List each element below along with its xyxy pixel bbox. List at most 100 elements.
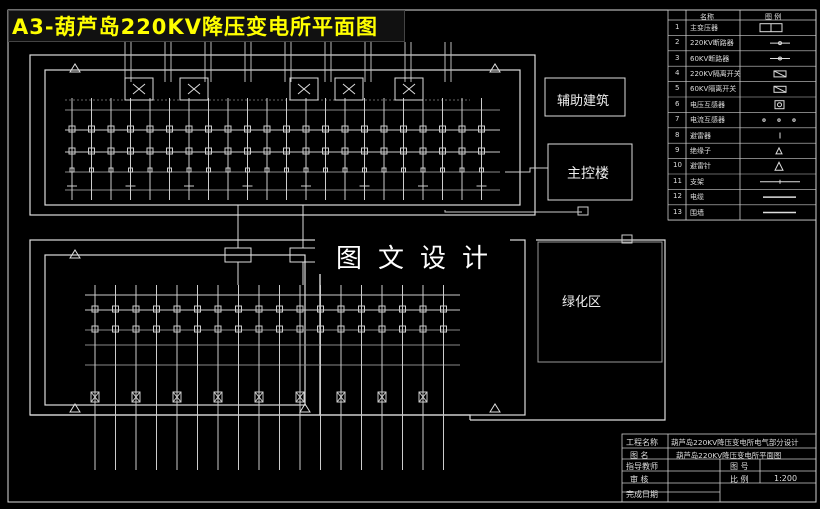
- legend-row-number: 9: [675, 145, 680, 154]
- feeder-bay: [172, 285, 182, 470]
- feeder-bay: [254, 285, 264, 470]
- project-value: 葫芦岛220KV降压变电所电气部分设计: [671, 438, 799, 447]
- legend-row-name: 电压互感器: [690, 100, 725, 109]
- legend-row-name: 支架: [690, 177, 704, 186]
- feeder-bay: [359, 98, 370, 200]
- transformer-bay: [334, 77, 364, 101]
- feeder-bay: [242, 98, 253, 200]
- legend-row-name: 围墙: [690, 208, 704, 217]
- feeder-bay: [317, 285, 324, 470]
- feeder-bay: [184, 98, 194, 200]
- sheet-label: 图 号: [730, 462, 749, 471]
- drawing-name-label: 图 名: [630, 451, 649, 460]
- disconnector-symbol: [773, 70, 787, 78]
- feeder-bay: [112, 285, 119, 470]
- drawing-name-value: 葫芦岛220KV降压变电所平面图: [676, 451, 782, 460]
- feeder-bays-220kv: [67, 42, 487, 200]
- scale-label: 比 例: [730, 475, 749, 484]
- feeder-bay: [377, 285, 387, 470]
- incoming-line: [364, 42, 372, 82]
- lightning-rod-symbol: [774, 161, 784, 171]
- auxiliary-building: [544, 77, 626, 117]
- green-area: [537, 241, 663, 363]
- legend-symbols: [759, 23, 800, 214]
- feeder-bay: [322, 98, 329, 200]
- legend-row-number: 10: [673, 161, 682, 170]
- project-label: 工程名称: [626, 438, 658, 447]
- feeder-bay: [301, 98, 311, 200]
- legend-row-number: 4: [675, 68, 680, 77]
- legend-header-symbol: 图 例: [765, 13, 782, 21]
- feeder-bay: [90, 285, 100, 470]
- voltage-transformer-symbol: [774, 100, 785, 110]
- feeder-bay: [276, 285, 283, 470]
- feeder-bay: [399, 285, 406, 470]
- feeder-bay: [146, 98, 154, 200]
- watermark: 图文设计: [336, 244, 505, 274]
- feeder-bay: [235, 285, 242, 470]
- feeder-bay: [336, 285, 346, 470]
- legend-row-number: 6: [675, 99, 680, 108]
- transformer-bay: [124, 77, 154, 101]
- feeder-bay: [88, 98, 95, 200]
- feeder-bay: [341, 98, 349, 200]
- control-building: [547, 143, 633, 201]
- incoming-line: [324, 42, 332, 82]
- legend-row-name: 60KV断路器: [690, 54, 730, 63]
- legend-row-name: 220KV断路器: [690, 39, 734, 48]
- transformer-bay: [394, 77, 424, 101]
- feeder-bay: [283, 98, 290, 200]
- feeder-bay: [67, 98, 77, 200]
- breaker-symbol: [770, 56, 790, 61]
- transformer-bay: [289, 77, 319, 101]
- legend-row-name: 60KV隔离开关: [690, 85, 737, 94]
- incoming-line: [244, 42, 252, 82]
- transformer-symbol: [759, 23, 783, 33]
- legend-row-number: 1: [675, 22, 680, 31]
- feeder-bay: [458, 98, 466, 200]
- legend-header-name: 名称: [700, 13, 714, 21]
- incoming-line: [284, 42, 292, 82]
- feeder-bay: [439, 98, 446, 200]
- feeder-bay: [125, 98, 136, 200]
- legend-row-number: 13: [673, 207, 682, 216]
- legend-row-lines: [668, 35, 816, 221]
- current-transformer-symbol: [762, 118, 796, 122]
- legend-row-number: 2: [675, 38, 680, 47]
- incoming-line: [124, 42, 132, 82]
- feeder-bay: [194, 285, 201, 470]
- watermark-backdrop: [315, 238, 510, 274]
- legend-row-name: 220KV隔离开关: [690, 69, 741, 78]
- legend-row-number: 7: [675, 115, 680, 124]
- feeder-bay: [440, 285, 447, 470]
- legend-row-name: 避雷针: [690, 162, 711, 171]
- legend-row-number: 5: [675, 84, 680, 93]
- feeder-bay: [213, 285, 223, 470]
- feeder-bay: [418, 98, 428, 200]
- incoming-line: [204, 42, 212, 82]
- feeder-bay: [224, 98, 232, 200]
- drawing-title: A3-葫芦岛220KV降压变电所平面图: [12, 15, 378, 39]
- scale-value: 1:200: [774, 474, 798, 483]
- incoming-line: [164, 42, 172, 82]
- title-banner: [8, 10, 405, 42]
- legend-row-name: 电缆: [690, 193, 704, 202]
- feeder-bay: [418, 285, 428, 470]
- feeder-bay: [131, 285, 141, 470]
- lightning-rods: [69, 63, 501, 413]
- feeder-bay: [166, 98, 173, 200]
- feeder-bay: [400, 98, 407, 200]
- completion-label: 完成日期: [626, 490, 658, 499]
- review-label: 审 核: [630, 475, 649, 484]
- legend-row-name: 避雷器: [690, 131, 711, 140]
- feeder-bay: [263, 98, 271, 200]
- incoming-line: [444, 42, 452, 82]
- feeder-bays-60kv: [90, 285, 447, 470]
- feeder-bay: [295, 285, 305, 470]
- legend-row-name: 绝缘子: [690, 146, 711, 155]
- green-area-label: 绿化区: [562, 295, 602, 310]
- cable-route: [444, 167, 633, 244]
- support-symbol: [760, 179, 800, 184]
- breaker-symbol: [770, 41, 790, 46]
